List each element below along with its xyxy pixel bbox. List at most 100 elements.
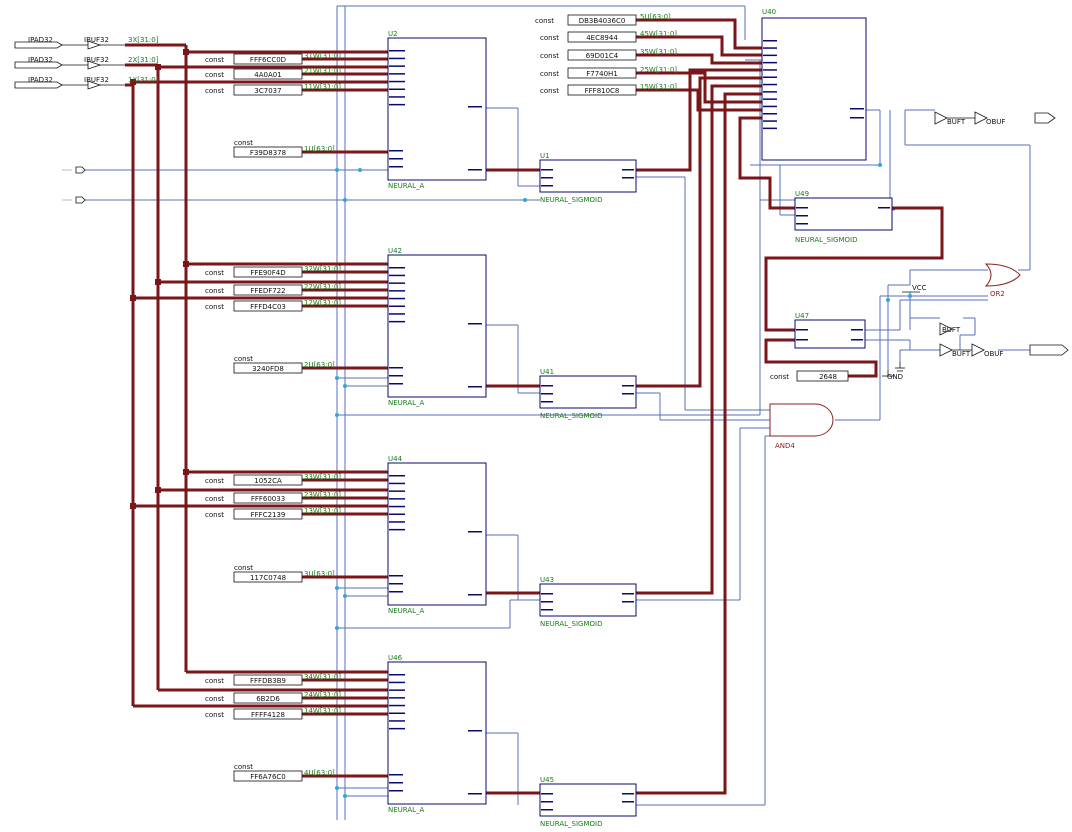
output-const-box (567, 49, 637, 61)
sigmoid-type: NEURAL_SIGMOID (540, 196, 603, 204)
bias-net-label: 3U[63:0] (304, 570, 335, 578)
output-sigmoid-pin (796, 207, 808, 209)
neuron-pin (389, 73, 405, 75)
weight-const-value: FFE90F4D (250, 269, 285, 277)
input-net-label: 2X[31:0] (128, 56, 159, 64)
output-net-label: 5U[63:0] (640, 13, 671, 21)
junction-dot (878, 163, 882, 167)
bias-const-box (233, 362, 303, 374)
const-keyword: const (205, 269, 224, 277)
sigmoid-pin (622, 601, 634, 603)
const-keyword: const (205, 71, 224, 79)
neuron-pin (389, 96, 405, 98)
weight-net-label: 21W[31:0] (304, 67, 341, 75)
sigmoid-blocks: U1NEURAL_SIGMOIDU41NEURAL_SIGMOIDU43NEUR… (539, 152, 637, 828)
bus-junction-dot (130, 295, 136, 301)
output-net-label: 45W[31:0] (640, 30, 677, 38)
const-keyword: const (205, 511, 224, 519)
neuron-pin (389, 103, 405, 106)
bus-junction-dots (130, 49, 189, 509)
const-keyword: const (205, 477, 224, 485)
weight-const-value: FFFF4128 (251, 711, 285, 719)
weight-const-box (233, 708, 303, 720)
sigmoid-pin (541, 793, 553, 795)
neuron-pin (389, 383, 403, 385)
neuron-box (387, 462, 487, 606)
input-pad-port (14, 41, 63, 49)
weight-const-value: 6B2D6 (256, 695, 280, 703)
and4-gate: AND4 (769, 403, 834, 450)
sigmoid-type: NEURAL_SIGMOID (540, 412, 603, 420)
const-keyword: const (205, 677, 224, 685)
neuron-pin (468, 594, 482, 596)
neuron-pin (389, 674, 405, 676)
comparator-pin (796, 329, 808, 331)
output-const-box (567, 14, 637, 26)
bus-junction-dot (130, 503, 136, 509)
neuron-pin (389, 50, 405, 52)
sigmoid-box (539, 159, 637, 193)
neuron-pin (389, 505, 405, 508)
const-keyword: const (205, 56, 224, 64)
neuron-pin (389, 80, 405, 83)
output-sigmoid-name: U49 (795, 190, 809, 198)
sigmoid-pin (541, 177, 553, 179)
output-neuron-pin (763, 105, 777, 108)
neuron-pin (389, 475, 405, 477)
bias-const-value: 117C0748 (250, 574, 286, 582)
output-buffers: BUFT OBUF BUFT BUFT OBUF VCC GND (882, 111, 1069, 381)
neuron-pin (389, 591, 403, 593)
output-const-box (567, 31, 637, 43)
bias-net-label: 1U[63:0] (304, 145, 335, 153)
weight-const-value: FFFDB3B9 (250, 677, 286, 685)
neuron-pin (389, 490, 405, 492)
neuron-pin (389, 704, 405, 707)
neuron-name: U42 (388, 247, 402, 255)
weight-net-label: 13W[31:0] (304, 507, 341, 515)
output-sigmoid-pin (796, 223, 808, 225)
sigmoid-name: U43 (540, 576, 554, 584)
output-neuron-block: U40 (761, 8, 867, 161)
neuron-pin (389, 712, 405, 714)
output-neuron-pin (763, 76, 777, 78)
neuron-name: U2 (388, 30, 398, 38)
bus-junction-dot (130, 79, 136, 85)
bias-const-value: F39D8378 (250, 149, 286, 157)
output-const-box (567, 67, 637, 79)
output-neuron-pin (763, 83, 777, 86)
sigmoid-type: NEURAL_SIGMOID (540, 620, 603, 628)
sigmoid-pin (541, 801, 553, 803)
weight-const-value: FFFD4C03 (250, 303, 286, 311)
const-keyword: const (540, 34, 559, 42)
neuron-pin (389, 166, 403, 168)
output-net-label: 15W[31:0] (640, 83, 677, 91)
sigmoid-pin (541, 809, 553, 811)
weight-const-box (233, 474, 303, 486)
bias-const-box (233, 571, 303, 583)
neuron-pin (389, 375, 403, 377)
sigmoid-pin (541, 593, 553, 595)
const-keyword: const (234, 355, 253, 363)
bias-const-box (233, 770, 303, 782)
weight-const-value: FFFC2139 (251, 511, 286, 519)
sigmoid-box (539, 375, 637, 409)
neuron-type: NEURAL_A (388, 182, 425, 190)
neuron-pin (389, 267, 405, 269)
neuron-pin (468, 106, 482, 108)
input-buffer-symbol (87, 80, 102, 90)
weight-net-label: 24W[31:0] (304, 691, 341, 699)
neuron-pin (389, 575, 403, 577)
and4-label: AND4 (775, 442, 795, 450)
neuron-type: NEURAL_A (388, 806, 425, 814)
junction-dot (335, 786, 339, 790)
gnd-label: GND (887, 373, 903, 381)
junction-dot (343, 198, 347, 202)
neuron-pin (389, 88, 405, 90)
junction-dot (523, 198, 527, 202)
output-sigmoid-type: NEURAL_SIGMOID (795, 236, 858, 244)
bus-junction-dot (155, 487, 161, 493)
